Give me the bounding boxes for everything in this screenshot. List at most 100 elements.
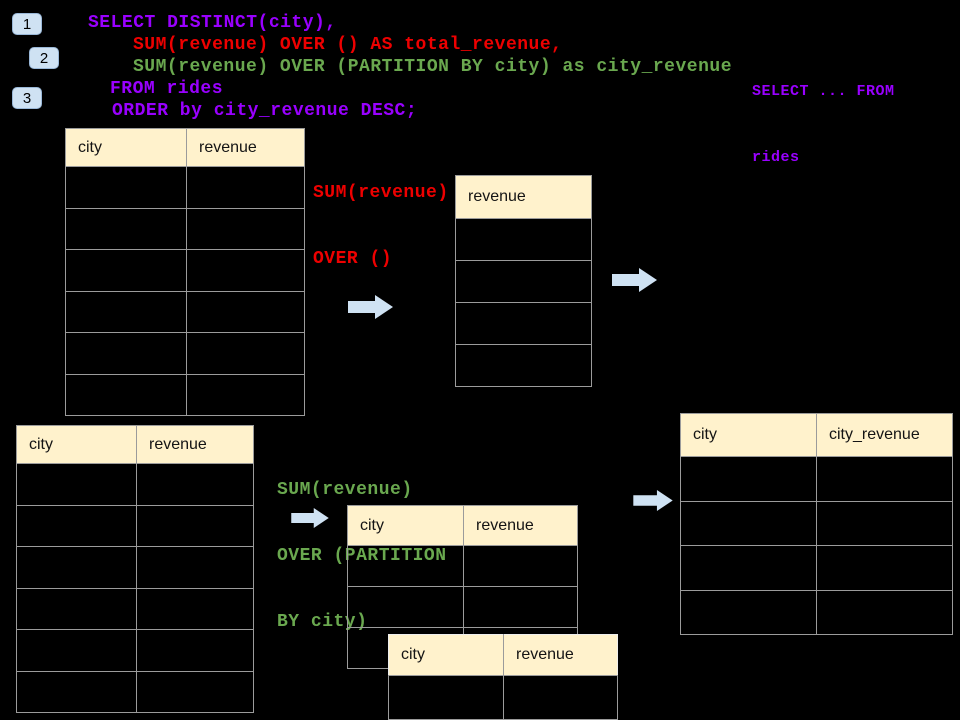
empty-cell <box>65 373 187 416</box>
annotation-total-line1: SUM(revenue) <box>313 183 449 203</box>
table-row <box>455 260 592 303</box>
arrow-shape <box>348 295 393 319</box>
empty-cell <box>186 332 305 375</box>
table-header-row: city revenue <box>388 634 618 676</box>
final-result-table: city city_revenue <box>680 413 953 635</box>
header-city: city <box>680 413 817 457</box>
header-city: city <box>65 128 187 167</box>
empty-cell <box>680 589 817 635</box>
empty-cell <box>503 675 618 720</box>
annotation-total-line2: OVER () <box>313 249 393 269</box>
empty-cell <box>463 545 578 587</box>
source-table-bottom: city revenue <box>16 425 254 713</box>
table-row <box>680 456 953 502</box>
empty-cell <box>463 586 578 628</box>
table-row <box>680 500 953 546</box>
table-row <box>16 546 254 589</box>
empty-cell <box>16 546 137 589</box>
empty-cell <box>136 629 254 672</box>
empty-cell <box>136 587 254 630</box>
step-badge-1: 1 <box>12 13 42 35</box>
empty-cell <box>680 545 817 591</box>
table-row <box>65 332 305 375</box>
header-city: city <box>347 505 464 546</box>
empty-cell <box>455 260 592 303</box>
table-header-row: revenue <box>455 175 592 219</box>
arrow-shape <box>633 490 673 511</box>
empty-cell <box>388 675 504 720</box>
arrow-shape <box>612 268 657 292</box>
empty-cell <box>816 589 953 635</box>
table-row <box>455 344 592 387</box>
empty-cell <box>186 373 305 416</box>
table-row <box>347 545 578 587</box>
source-table-top: city revenue <box>65 128 305 416</box>
total-revenue-table: revenue <box>455 175 592 387</box>
table-row <box>16 463 254 506</box>
table-row <box>65 249 305 292</box>
empty-cell <box>455 302 592 345</box>
empty-cell <box>186 166 305 209</box>
empty-cell <box>16 504 137 547</box>
table-row <box>65 373 305 416</box>
table-row <box>16 587 254 630</box>
empty-cell <box>816 545 953 591</box>
step-badge-3: 3 <box>12 87 42 109</box>
annotation-from-rides-line1: SELECT ... FROM <box>752 83 895 100</box>
table-row <box>455 218 592 261</box>
empty-cell <box>816 500 953 546</box>
right-arrow-icon <box>348 295 393 319</box>
table-header-row: city city_revenue <box>680 413 953 457</box>
table-row <box>680 545 953 591</box>
sql-select-line: SELECT DISTINCT(city), <box>88 13 337 33</box>
sql-partition-line: SUM(revenue) OVER (PARTITION BY city) as… <box>133 57 732 77</box>
empty-cell <box>455 218 592 261</box>
right-arrow-icon <box>291 508 329 528</box>
empty-cell <box>186 290 305 333</box>
table-row <box>65 207 305 250</box>
empty-cell <box>816 456 953 502</box>
empty-cell <box>347 545 464 587</box>
table-header-row: city revenue <box>16 425 254 464</box>
empty-cell <box>680 500 817 546</box>
step-badge-2: 2 <box>29 47 59 69</box>
annotation-from-rides: SELECT ... FROM rides <box>752 37 895 213</box>
empty-cell <box>136 463 254 506</box>
empty-cell <box>16 587 137 630</box>
table-row <box>388 675 618 720</box>
table-row <box>680 589 953 635</box>
table-row <box>65 290 305 333</box>
empty-cell <box>186 207 305 250</box>
empty-cell <box>186 249 305 292</box>
empty-cell <box>455 344 592 387</box>
empty-cell <box>680 456 817 502</box>
table-row <box>16 670 254 713</box>
empty-cell <box>16 670 137 713</box>
sql-from-line: FROM rides <box>110 79 224 99</box>
header-revenue: revenue <box>503 634 618 676</box>
sql-order-by-line: ORDER by city_revenue DESC; <box>112 101 418 121</box>
empty-cell <box>65 332 187 375</box>
right-arrow-icon <box>633 490 673 511</box>
table-row <box>455 302 592 345</box>
header-revenue: revenue <box>186 128 305 167</box>
empty-cell <box>65 249 187 292</box>
sql-total-revenue-line: SUM(revenue) OVER () AS total_revenue, <box>133 35 563 55</box>
empty-cell <box>65 166 187 209</box>
table-row <box>65 166 305 209</box>
empty-cell <box>136 546 254 589</box>
table-header-row: city revenue <box>65 128 305 167</box>
empty-cell <box>136 504 254 547</box>
header-revenue: revenue <box>136 425 254 464</box>
table-row <box>347 586 578 628</box>
empty-cell <box>136 670 254 713</box>
header-revenue: revenue <box>463 505 578 546</box>
annotation-from-rides-line2: rides <box>752 149 800 166</box>
empty-cell <box>65 207 187 250</box>
table-header-row: city revenue <box>347 505 578 546</box>
header-city-revenue: city_revenue <box>816 413 953 457</box>
header-city: city <box>16 425 137 464</box>
header-city: city <box>388 634 504 676</box>
header-revenue: revenue <box>455 175 592 219</box>
